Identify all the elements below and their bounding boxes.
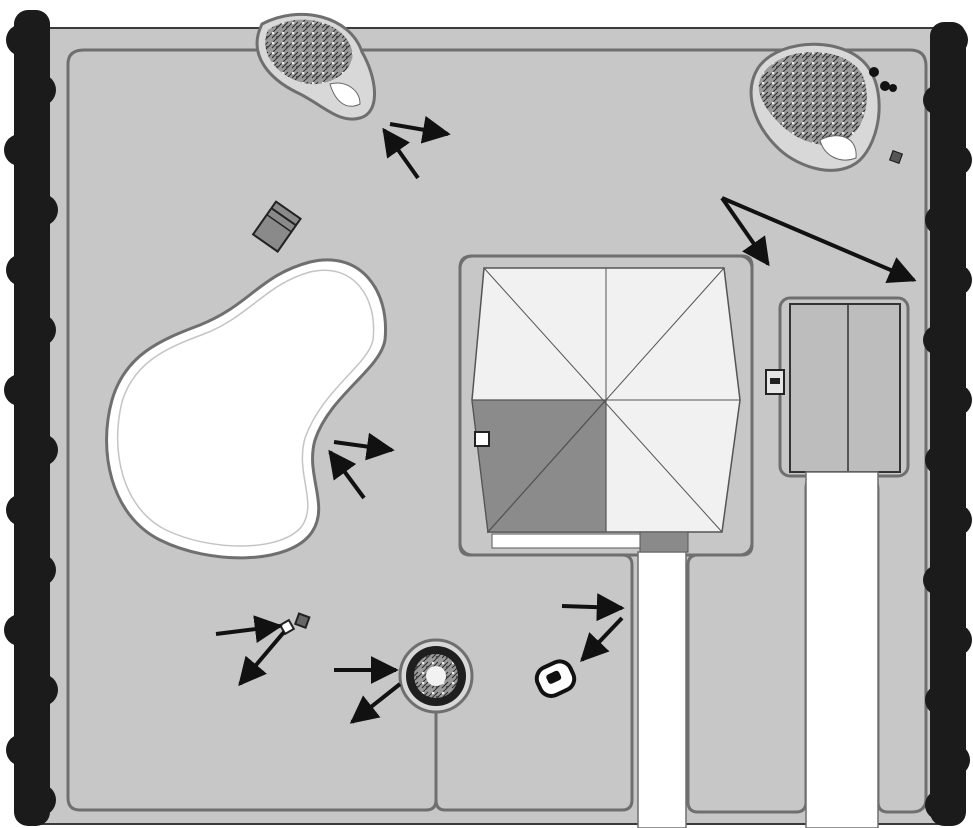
small-obstacle-icon [278, 612, 311, 636]
arrow-obstacle-down [238, 630, 286, 687]
arrows [215, 115, 917, 724]
wall-unit-icon [474, 431, 490, 447]
arrow-shrub-right [389, 115, 451, 144]
house-roof [471, 267, 741, 534]
right-hedge [923, 22, 972, 826]
left-hedge [4, 10, 58, 826]
arrow-path-down [580, 616, 624, 663]
boundary-wire-left [66, 48, 438, 812]
boundary-wire-outer [84, 48, 928, 814]
tree-icon [398, 638, 474, 714]
house-entrance [639, 531, 689, 553]
arrow-obstacle-right [215, 615, 283, 644]
garage-driveway [805, 471, 879, 828]
stones-icon [869, 67, 904, 165]
deck-chair-icon [251, 200, 302, 253]
shrub-bed-top-left [255, 12, 376, 121]
garage-roof [789, 303, 901, 473]
house-terrace [491, 533, 643, 549]
shrub-bed-top-right [749, 42, 881, 172]
arrow-path-right [561, 593, 625, 622]
arrow-corner-right [721, 196, 917, 283]
pond-inner-edge [116, 269, 375, 547]
arrow-pond-right [333, 432, 395, 461]
arrow-corner-down [720, 196, 770, 267]
arrow-pond-up [328, 449, 366, 500]
charging-station-icon [765, 369, 785, 395]
arrow-tree-down [349, 682, 402, 724]
house-path [637, 551, 687, 828]
house-wire-island [458, 254, 754, 557]
arrow-shrub-up [382, 127, 420, 180]
robotic-mower-icon [534, 659, 577, 698]
